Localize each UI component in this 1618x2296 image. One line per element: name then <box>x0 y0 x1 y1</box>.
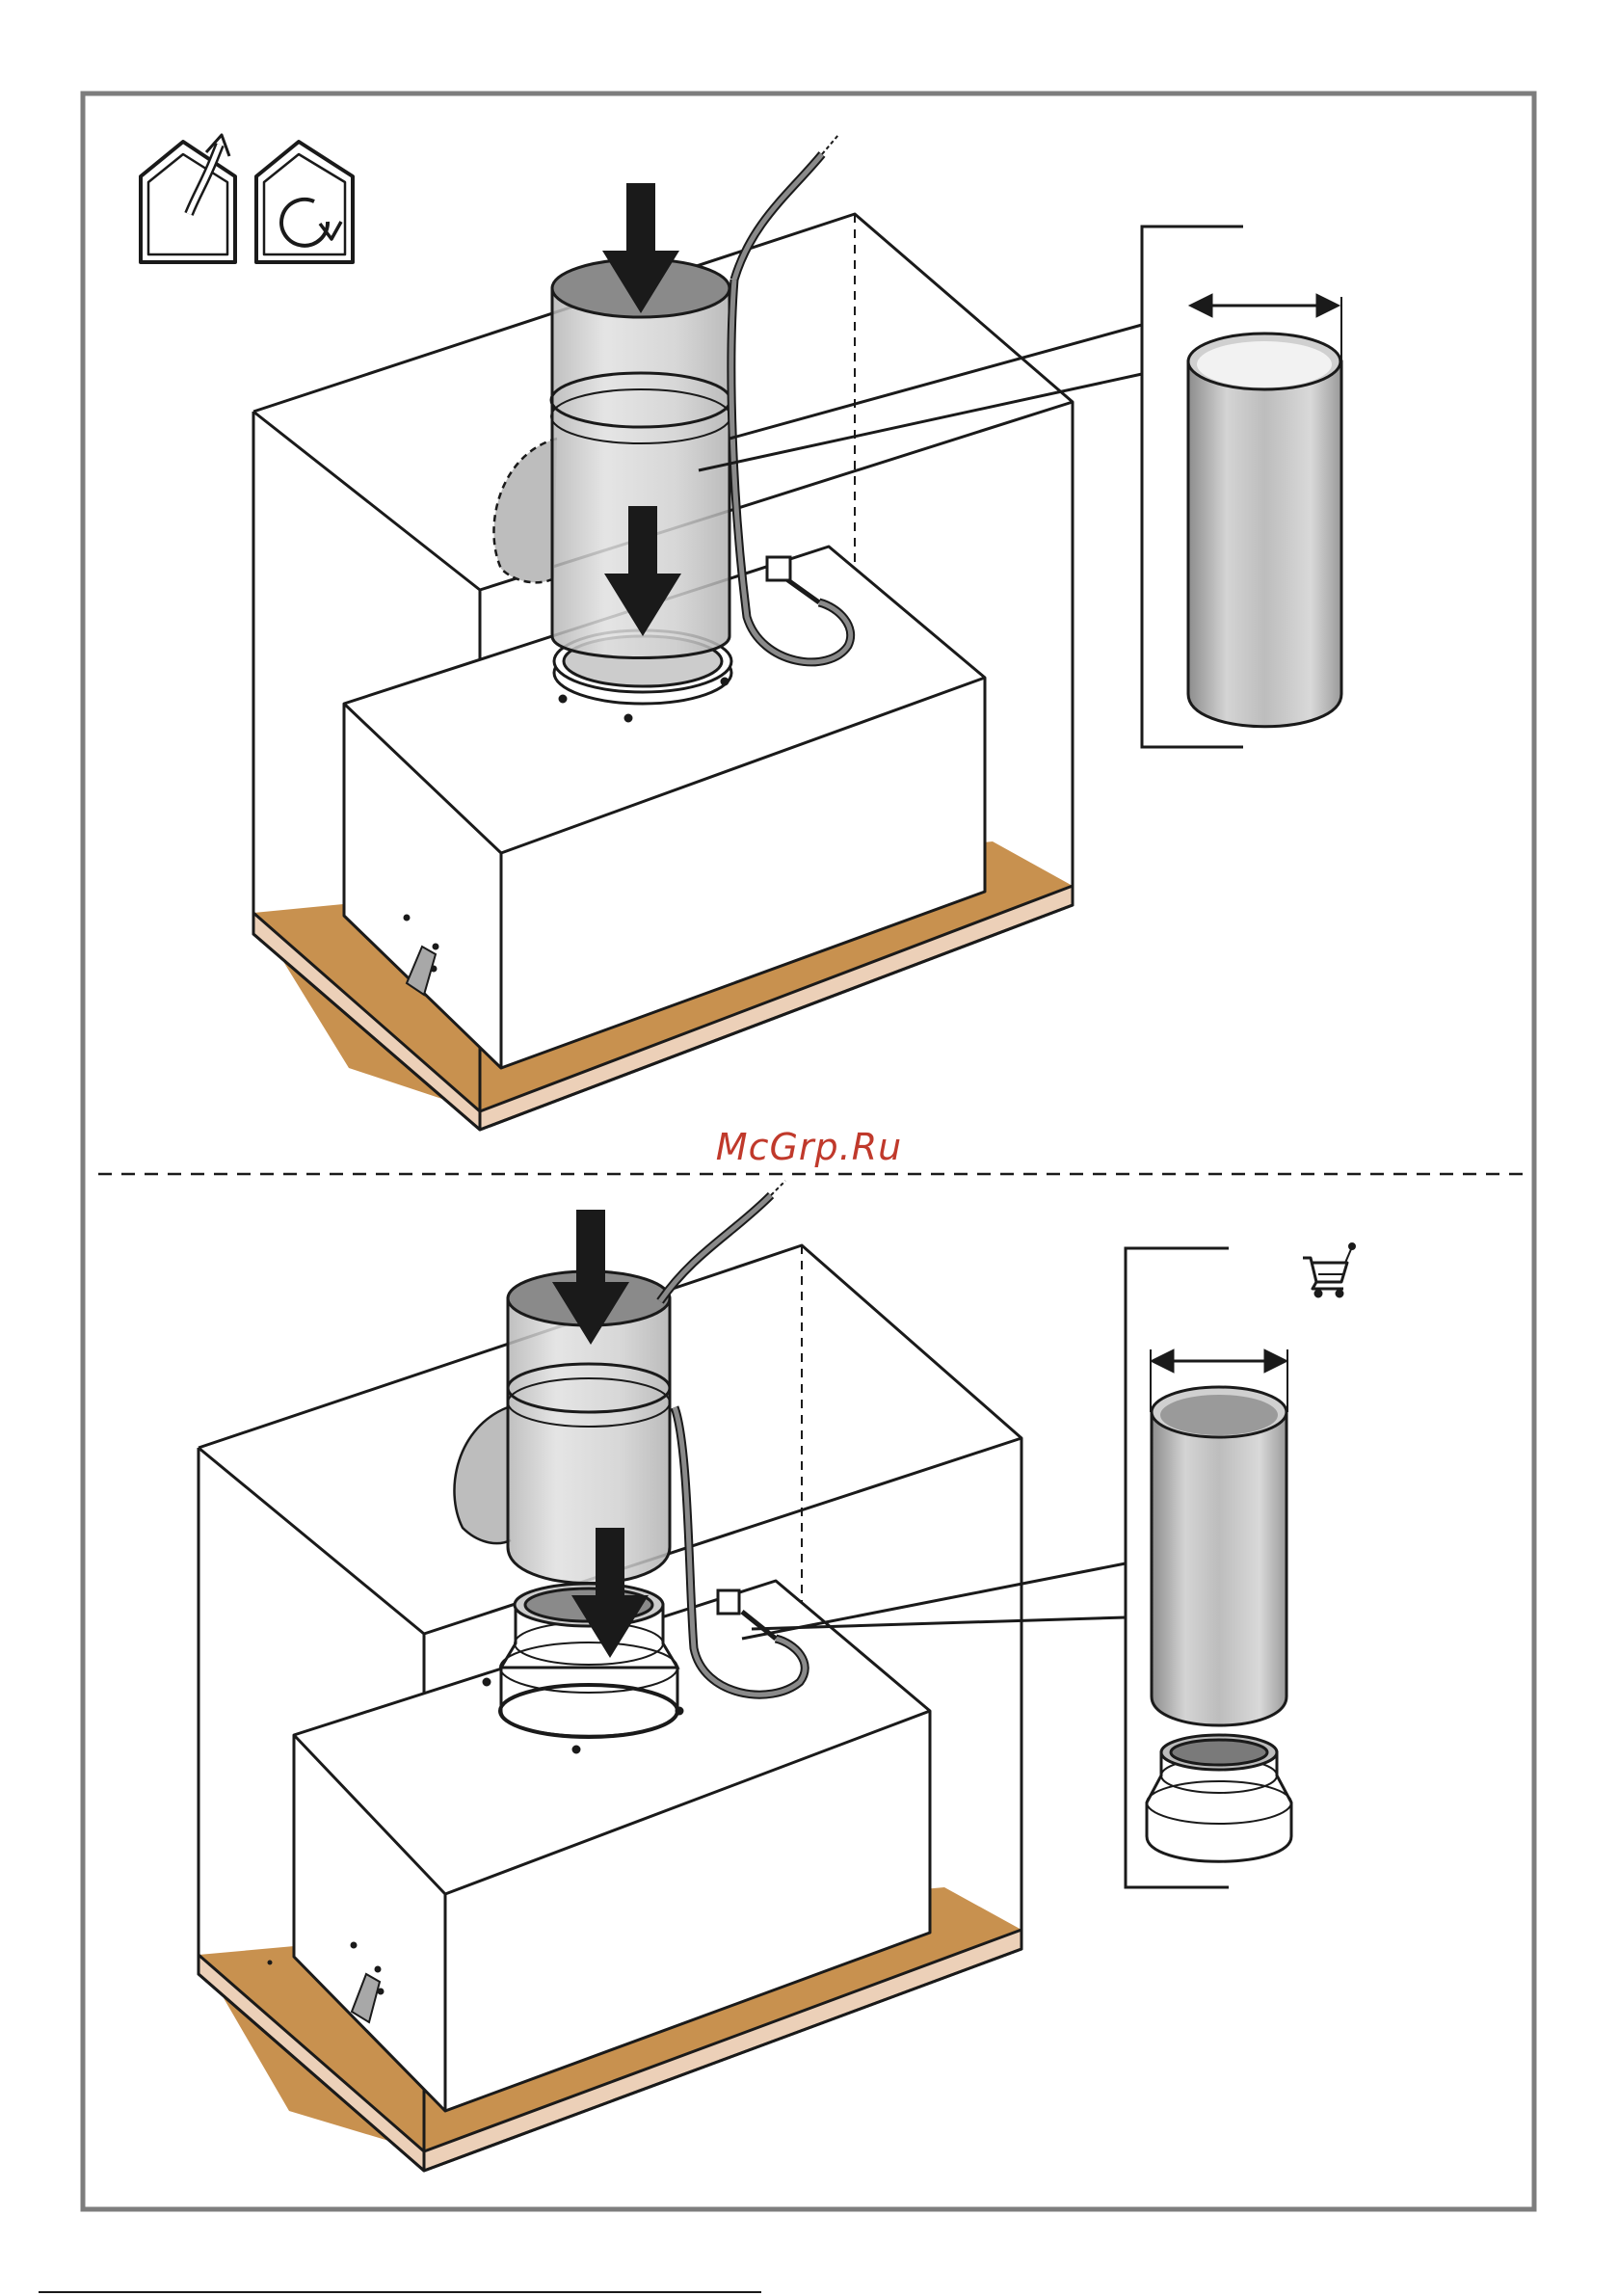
cart-icon <box>1303 1244 1355 1297</box>
top-detail-pipe <box>1188 334 1341 727</box>
recirculation-icon <box>256 142 353 262</box>
bottom-flap <box>454 1407 511 1543</box>
duct-out-icon <box>141 135 235 262</box>
watermark-text: McGrp.Ru <box>0 1126 1618 1168</box>
top-flap <box>493 439 557 582</box>
bottom-detail-reducer <box>1147 1735 1291 1861</box>
bottom-detail-pipe <box>1152 1387 1286 1725</box>
